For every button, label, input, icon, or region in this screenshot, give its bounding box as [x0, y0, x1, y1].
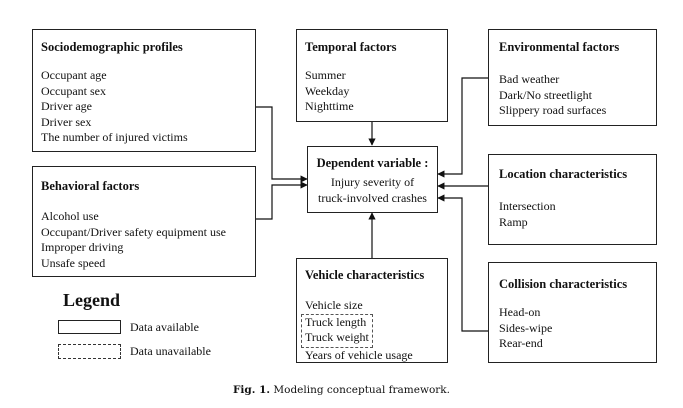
dependent-variable-line1: Injury severity of	[330, 175, 415, 189]
list-item: Head-on	[499, 305, 541, 319]
caption-text: Modeling conceptual framework.	[273, 384, 451, 396]
temporal-box: Temporal factors Summer Weekday Nighttim…	[296, 29, 448, 122]
sociodemographic-title: Sociodemographic profiles	[41, 40, 183, 54]
unavailable-data-group: Truck length Truck weight	[301, 313, 373, 348]
list-item: Intersection	[499, 199, 556, 213]
list-item: Driver sex	[41, 114, 92, 129]
dependent-variable-box: Dependent variable : Injury severity of …	[307, 146, 438, 213]
location-title: Location characteristics	[499, 167, 628, 181]
collision-items: Head-on Sides-wipe Rear-end	[499, 305, 552, 352]
list-item: Improper driving	[41, 240, 124, 255]
environmental-box: Environmental factors Bad weather Dark/N…	[488, 29, 657, 126]
environmental-title: Environmental factors	[499, 40, 620, 54]
list-item: Nighttime	[305, 99, 354, 114]
list-item: Rear-end	[499, 336, 543, 351]
behavioral-box: Behavioral factors Alcohol use Occupant/…	[32, 166, 256, 277]
list-item: Slippery road surfaces	[499, 103, 607, 118]
list-item: Occupant sex	[41, 83, 106, 98]
list-item: The number of injured victims	[41, 130, 188, 145]
legend-dashed-swatch	[58, 344, 121, 359]
list-item: Sides-wipe	[499, 320, 553, 335]
temporal-items: Summer Weekday Nighttime	[305, 68, 354, 115]
legend-available-label: Data available	[130, 320, 199, 334]
behavioral-title: Behavioral factors	[41, 179, 140, 193]
list-item: Weekday	[305, 83, 350, 98]
list-item: Alcohol use	[41, 209, 99, 223]
dependent-variable-line2: truck-involved crashes	[318, 191, 427, 205]
list-item: Driver age	[41, 99, 92, 114]
location-box: Location characteristics Intersection Ra…	[488, 154, 657, 245]
list-item: Occupant/Driver safety equipment use	[41, 224, 226, 239]
list-item: Years of vehicle usage	[305, 347, 413, 362]
dependent-variable-title: Dependent variable :	[316, 156, 429, 170]
vehicle-title: Vehicle characteristics	[305, 268, 425, 282]
temporal-title: Temporal factors	[305, 40, 397, 54]
arrow-environmental-to-dependent	[437, 77, 488, 178]
list-item: Ramp	[499, 214, 528, 229]
collision-box: Collision characteristics Head-on Sides-…	[488, 262, 657, 363]
legend-solid-swatch	[58, 320, 121, 334]
sociodemographic-box: Sociodemographic profiles Occupant age O…	[32, 29, 256, 152]
list-item: Summer	[305, 68, 346, 82]
vehicle-items: Vehicle size Truck length Truck weight Y…	[301, 298, 413, 363]
vehicle-box: Vehicle characteristics Vehicle size Tru…	[296, 258, 448, 363]
list-item: Unsafe speed	[41, 255, 106, 270]
list-item: Bad weather	[499, 72, 560, 86]
list-item: Vehicle size	[305, 298, 363, 312]
list-item-unavailable: Truck length	[305, 314, 367, 329]
sociodemographic-items: Occupant age Occupant sex Driver age Dri…	[41, 68, 188, 146]
caption-label: Fig. 1.	[232, 384, 271, 396]
figure-caption: Fig. 1. Modeling conceptual framework.	[0, 384, 683, 396]
list-item-unavailable: Truck weight	[305, 330, 369, 345]
list-item: Occupant age	[41, 68, 107, 82]
behavioral-items: Alcohol use Occupant/Driver safety equip…	[41, 209, 226, 271]
arrow-behavioral-to-dependent	[256, 181, 308, 220]
collision-title: Collision characteristics	[499, 277, 628, 291]
list-item: Dark/No streetlight	[499, 87, 592, 102]
legend-unavailable-label: Data unavailable	[130, 344, 211, 358]
arrow-socio-to-dependent	[256, 106, 308, 183]
legend-title: Legend	[63, 290, 121, 310]
location-items: Intersection Ramp	[499, 199, 556, 230]
arrow-collision-to-dependent	[437, 194, 488, 332]
environmental-items: Bad weather Dark/No streetlight Slippery…	[499, 72, 606, 119]
